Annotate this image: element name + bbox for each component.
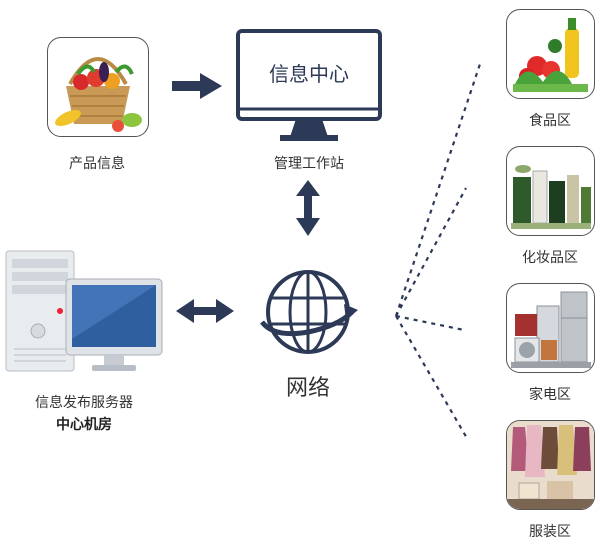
dashed-link-food bbox=[394, 63, 482, 317]
monitor-screen-text: 信息中心 bbox=[269, 62, 349, 86]
fruit-basket-icon bbox=[55, 57, 142, 132]
cosmetics-zone-label: 化妆品区 bbox=[522, 250, 578, 266]
right-arrow-icon bbox=[172, 73, 222, 99]
cosmetics-zone-image bbox=[506, 146, 595, 236]
horizontal-double-arrow-icon bbox=[176, 299, 234, 323]
dashed-link-appliances bbox=[395, 314, 465, 332]
cosmetics-icon bbox=[511, 165, 591, 229]
appliances-zone-label: 家电区 bbox=[529, 387, 571, 403]
appliances-icon bbox=[511, 291, 591, 368]
dashed-link-clothing bbox=[395, 315, 469, 441]
server-computer bbox=[4, 249, 166, 375]
server-label: 信息发布服务器 bbox=[35, 395, 133, 411]
food-zone-image bbox=[506, 9, 595, 99]
network-globe bbox=[256, 266, 360, 358]
food-zone-label: 食品区 bbox=[529, 113, 571, 129]
dashed-link-cosmetics bbox=[395, 187, 467, 317]
clothing-zone-label: 服装区 bbox=[529, 524, 571, 540]
monitor-icon bbox=[236, 29, 382, 141]
server-computer-icon bbox=[5, 250, 163, 372]
server-sublabel: 中心机房 bbox=[56, 417, 112, 433]
workstation-label: 管理工作站 bbox=[274, 156, 344, 172]
clothing-zone-image bbox=[506, 420, 595, 510]
clothing-icon bbox=[507, 421, 594, 509]
product-info-image bbox=[47, 37, 149, 137]
vegetables-icon bbox=[513, 18, 588, 92]
network-label: 网络 bbox=[285, 376, 330, 401]
product-info-label: 产品信息 bbox=[69, 156, 125, 172]
vertical-double-arrow-icon bbox=[296, 180, 320, 236]
workstation-monitor bbox=[236, 29, 382, 147]
appliances-zone-image bbox=[506, 283, 595, 373]
globe-icon bbox=[260, 270, 358, 354]
